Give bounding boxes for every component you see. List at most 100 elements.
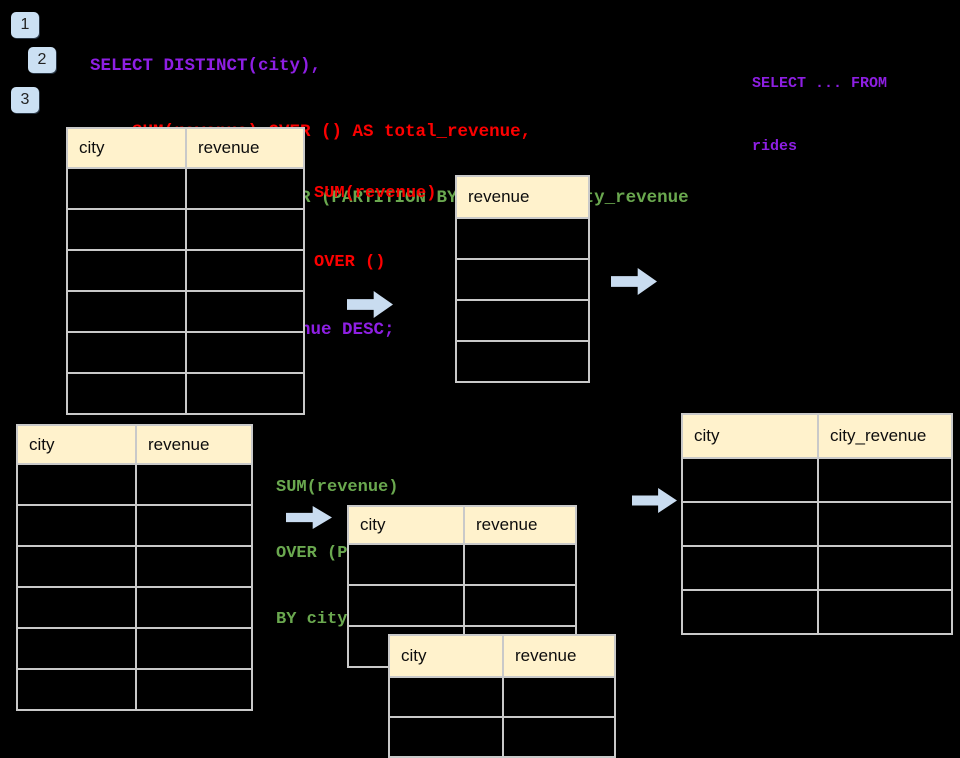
empty-cell <box>817 501 953 547</box>
empty-cell <box>135 668 253 711</box>
empty-cell <box>16 627 137 670</box>
table-row <box>16 545 253 588</box>
table-row <box>681 457 953 503</box>
empty-cell <box>66 372 187 415</box>
step-badge-2: 2 <box>28 47 56 73</box>
table-row <box>16 504 253 547</box>
sql-line-select: SELECT DISTINCT(city), <box>90 56 322 76</box>
empty-cell <box>463 584 577 627</box>
annotation-line: SUM(revenue) <box>314 184 437 203</box>
table-row <box>16 586 253 629</box>
table-row <box>455 217 590 260</box>
empty-cell <box>502 716 616 758</box>
empty-cell <box>502 676 616 718</box>
empty-cell <box>455 340 590 383</box>
empty-cell <box>185 167 305 210</box>
table-row <box>66 208 305 251</box>
empty-cell <box>681 545 819 591</box>
column-header: revenue <box>135 424 253 465</box>
column-header: revenue <box>463 505 577 545</box>
column-header: city <box>66 127 187 169</box>
empty-cell <box>16 668 137 711</box>
abbreviated-query-code: SELECT ... FROM rides <box>752 31 887 178</box>
column-header: city <box>347 505 465 545</box>
empty-cell <box>185 290 305 333</box>
table-row <box>455 340 590 383</box>
empty-cell <box>388 676 504 718</box>
table-row <box>16 627 253 670</box>
empty-cell <box>135 504 253 547</box>
empty-cell <box>66 208 187 251</box>
empty-cell <box>817 589 953 635</box>
annotation-line: SUM(revenue) <box>276 478 399 497</box>
step-badge-3: 3 <box>11 87 39 113</box>
empty-cell <box>185 372 305 415</box>
column-header: revenue <box>185 127 305 169</box>
empty-cell <box>681 457 819 503</box>
flow-arrow-right-icon <box>632 488 677 513</box>
empty-cell <box>66 167 187 210</box>
slide: { "badges": [ {"label": "1"}, {"label": … <box>11 12 953 758</box>
table-row <box>681 545 953 591</box>
table-row <box>681 501 953 547</box>
column-header: city <box>681 413 819 459</box>
empty-cell <box>66 331 187 374</box>
empty-cell <box>455 299 590 342</box>
empty-cell <box>455 217 590 260</box>
table-header-row: revenue <box>455 175 590 219</box>
table-row <box>66 290 305 333</box>
column-header: revenue <box>502 634 616 678</box>
table-row <box>66 372 305 415</box>
column-header: revenue <box>455 175 590 219</box>
table-row <box>66 331 305 374</box>
table-row <box>16 463 253 506</box>
table-row <box>66 167 305 210</box>
empty-cell <box>681 589 819 635</box>
empty-cell <box>135 627 253 670</box>
empty-cell <box>817 545 953 591</box>
side-code-line: SELECT ... FROM <box>752 75 888 92</box>
side-code-line: rides <box>752 138 798 155</box>
table-total-revenue: revenue <box>455 175 590 383</box>
annotation-line: BY city) <box>276 610 358 629</box>
empty-cell <box>681 501 819 547</box>
empty-cell <box>347 584 465 627</box>
empty-cell <box>16 545 137 588</box>
table-row <box>16 668 253 711</box>
table-row <box>347 584 577 627</box>
table-row <box>455 258 590 301</box>
empty-cell <box>16 463 137 506</box>
empty-cell <box>185 331 305 374</box>
column-header: city_revenue <box>817 413 953 459</box>
annotation-line: OVER () <box>314 253 386 272</box>
empty-cell <box>16 586 137 629</box>
empty-cell <box>16 504 137 547</box>
empty-cell <box>135 463 253 506</box>
column-header: city <box>388 634 504 678</box>
column-header: city <box>16 424 137 465</box>
table-row <box>347 543 577 586</box>
empty-cell <box>66 249 187 292</box>
step-badge-1: 1 <box>11 12 39 38</box>
table-row <box>388 716 616 758</box>
empty-cell <box>185 208 305 251</box>
annotation-total-revenue: SUM(revenue) OVER () <box>314 136 436 297</box>
empty-cell <box>455 258 590 301</box>
empty-cell <box>463 543 577 586</box>
empty-cell <box>347 543 465 586</box>
empty-cell <box>135 545 253 588</box>
empty-cell <box>135 586 253 629</box>
table-row <box>455 299 590 342</box>
empty-cell <box>66 290 187 333</box>
table-row <box>66 249 305 292</box>
empty-cell <box>185 249 305 292</box>
